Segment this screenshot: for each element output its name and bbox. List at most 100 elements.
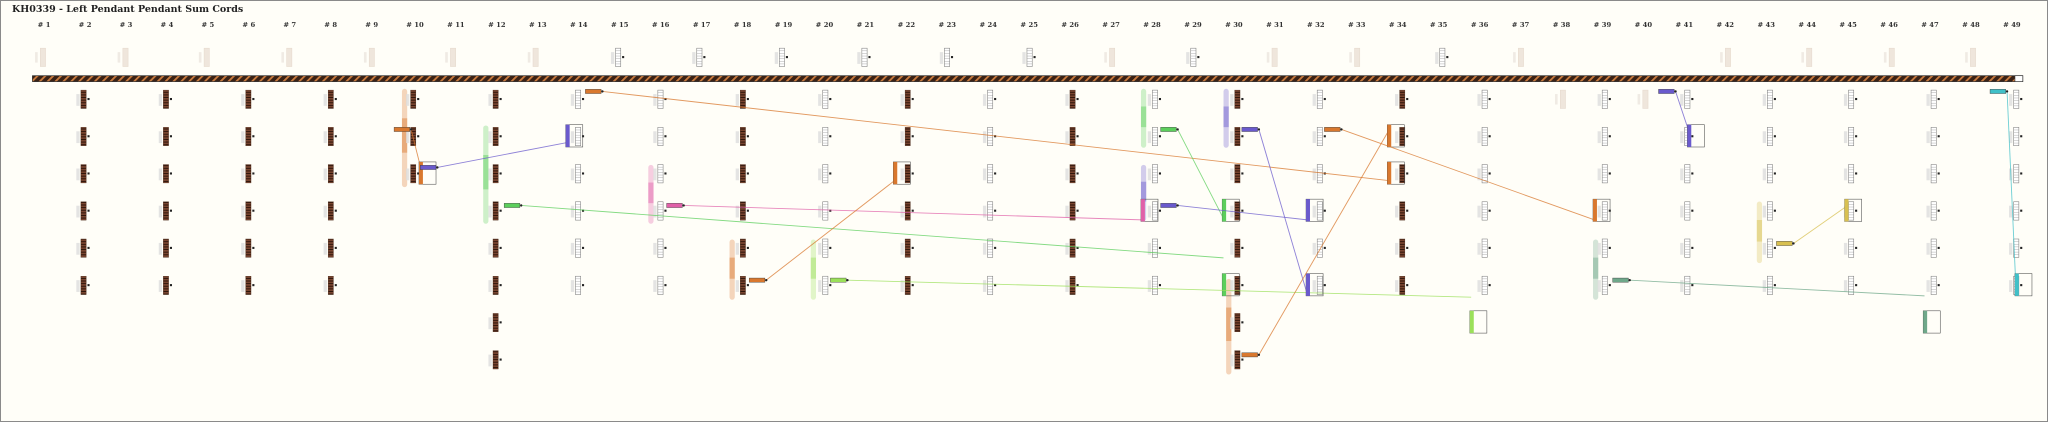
pendant-cord[interactable] bbox=[1597, 127, 1611, 146]
pendant-cord[interactable] bbox=[818, 127, 832, 146]
pendant-cord[interactable] bbox=[570, 89, 585, 109]
pendant-cord[interactable] bbox=[1312, 201, 1326, 221]
pendant-cord[interactable] bbox=[982, 127, 997, 146]
sum-link[interactable] bbox=[666, 198, 1159, 222]
sum-tag[interactable] bbox=[1160, 203, 1177, 208]
pendant-cord[interactable] bbox=[76, 238, 90, 258]
pendant-cord[interactable] bbox=[1395, 127, 1409, 146]
pendant-cord[interactable] bbox=[1680, 275, 1694, 295]
pendant-cord[interactable] bbox=[1435, 47, 1449, 67]
pendant-cord[interactable] bbox=[818, 164, 832, 184]
sum-tag[interactable] bbox=[1160, 127, 1177, 132]
pendant-cord[interactable] bbox=[774, 47, 788, 67]
pendant-cord[interactable] bbox=[1065, 89, 1079, 109]
pendant-cord[interactable] bbox=[857, 47, 871, 67]
pendant-cord[interactable] bbox=[1926, 164, 1940, 184]
sum-link[interactable] bbox=[830, 277, 1488, 334]
pendant-cord[interactable] bbox=[1230, 127, 1244, 146]
pendant-cord[interactable] bbox=[1477, 275, 1491, 295]
pendant-cord[interactable] bbox=[653, 127, 667, 146]
pendant-cord[interactable] bbox=[76, 89, 90, 109]
pendant-cord[interactable] bbox=[2009, 89, 2023, 109]
pendant-cord[interactable] bbox=[900, 89, 914, 109]
pendant-cord[interactable] bbox=[735, 164, 749, 184]
sum-link[interactable] bbox=[393, 127, 437, 185]
pendant-cord[interactable] bbox=[1926, 89, 1940, 109]
pendant-cord[interactable] bbox=[527, 47, 539, 67]
pendant-cord[interactable] bbox=[1477, 89, 1491, 109]
pendant-cord[interactable] bbox=[488, 89, 502, 109]
pendant-cord[interactable] bbox=[1395, 164, 1409, 184]
sum-tag[interactable] bbox=[1776, 241, 1793, 246]
pendant-cord[interactable] bbox=[1230, 164, 1244, 184]
pendant-cord[interactable] bbox=[1843, 127, 1858, 146]
sum-link[interactable] bbox=[503, 203, 1240, 297]
pendant-cord[interactable] bbox=[818, 275, 832, 295]
pendant-cord[interactable] bbox=[241, 201, 255, 221]
sum-tag[interactable] bbox=[1612, 277, 1629, 283]
pendant-cord[interactable] bbox=[1312, 89, 1326, 109]
sum-link[interactable] bbox=[1658, 89, 1705, 148]
pendant-cord[interactable] bbox=[1395, 89, 1409, 109]
pendant-cord[interactable] bbox=[1637, 89, 1649, 109]
pendant-cord[interactable] bbox=[406, 89, 420, 109]
pendant-cord[interactable] bbox=[488, 238, 502, 258]
pendant-cord[interactable] bbox=[1597, 275, 1611, 295]
sum-link[interactable] bbox=[1241, 127, 1324, 297]
pendant-cord[interactable] bbox=[653, 238, 667, 258]
pendant-cord[interactable] bbox=[76, 276, 90, 295]
pendant-cord[interactable] bbox=[323, 164, 337, 184]
sum-link[interactable] bbox=[1612, 277, 1941, 334]
sum-link[interactable] bbox=[748, 161, 911, 283]
pendant-cord[interactable] bbox=[570, 238, 585, 258]
sum-link[interactable] bbox=[1776, 198, 1862, 246]
pendant-cord[interactable] bbox=[158, 164, 172, 184]
pendant-cord[interactable] bbox=[735, 276, 749, 295]
pendant-cord[interactable] bbox=[818, 89, 832, 109]
sum-tag[interactable] bbox=[420, 165, 437, 170]
pendant-cord[interactable] bbox=[1843, 89, 1858, 109]
pendant-cord[interactable] bbox=[2009, 127, 2023, 146]
pendant-cord[interactable] bbox=[1926, 127, 1940, 146]
pendant-cord[interactable] bbox=[1349, 47, 1361, 67]
pendant-cord[interactable] bbox=[198, 47, 210, 67]
pendant-cord[interactable] bbox=[1801, 47, 1813, 67]
pendant-cord[interactable] bbox=[1597, 238, 1611, 258]
pendant-cord[interactable] bbox=[1680, 127, 1694, 146]
pendant-cord[interactable] bbox=[363, 47, 375, 67]
sum-tag[interactable] bbox=[1241, 127, 1258, 132]
pendant-cord[interactable] bbox=[76, 127, 90, 146]
pendant-cord[interactable] bbox=[1762, 238, 1776, 258]
pendant-cord[interactable] bbox=[406, 164, 420, 184]
pendant-cord[interactable] bbox=[1680, 164, 1694, 184]
pendant-cord[interactable] bbox=[653, 201, 667, 221]
pendant-cord[interactable] bbox=[653, 164, 667, 184]
sum-tag[interactable] bbox=[1324, 127, 1341, 132]
pendant-cord[interactable] bbox=[900, 164, 914, 184]
sum-link[interactable] bbox=[1241, 124, 1405, 358]
pendant-cord[interactable] bbox=[1926, 238, 1940, 258]
pendant-cord[interactable] bbox=[1477, 201, 1491, 221]
pendant-cord[interactable] bbox=[653, 89, 667, 109]
pendant-cord[interactable] bbox=[1597, 164, 1611, 184]
pendant-cord[interactable] bbox=[1395, 201, 1409, 221]
pendant-cord[interactable] bbox=[735, 127, 749, 146]
pendant-cord[interactable] bbox=[735, 89, 749, 109]
pendant-cord[interactable] bbox=[1312, 238, 1326, 258]
pendant-cord[interactable] bbox=[1147, 164, 1162, 184]
pendant-cord[interactable] bbox=[1597, 89, 1611, 109]
pendant-cord[interactable] bbox=[570, 275, 585, 295]
pendant-cord[interactable] bbox=[735, 201, 749, 221]
pendant-cord[interactable] bbox=[1230, 89, 1244, 109]
pendant-cord[interactable] bbox=[1104, 47, 1116, 67]
pendant-cord[interactable] bbox=[241, 164, 255, 184]
pendant-cord[interactable] bbox=[488, 350, 502, 370]
pendant-cord[interactable] bbox=[1762, 275, 1776, 295]
pendant-cord[interactable] bbox=[1395, 276, 1409, 295]
pendant-cord[interactable] bbox=[1597, 201, 1611, 221]
pendant-cord[interactable] bbox=[241, 127, 255, 146]
pendant-cord[interactable] bbox=[158, 238, 172, 258]
pendant-cord[interactable] bbox=[158, 201, 172, 221]
sum-tag[interactable] bbox=[666, 203, 683, 208]
pendant-cord[interactable] bbox=[323, 238, 337, 258]
